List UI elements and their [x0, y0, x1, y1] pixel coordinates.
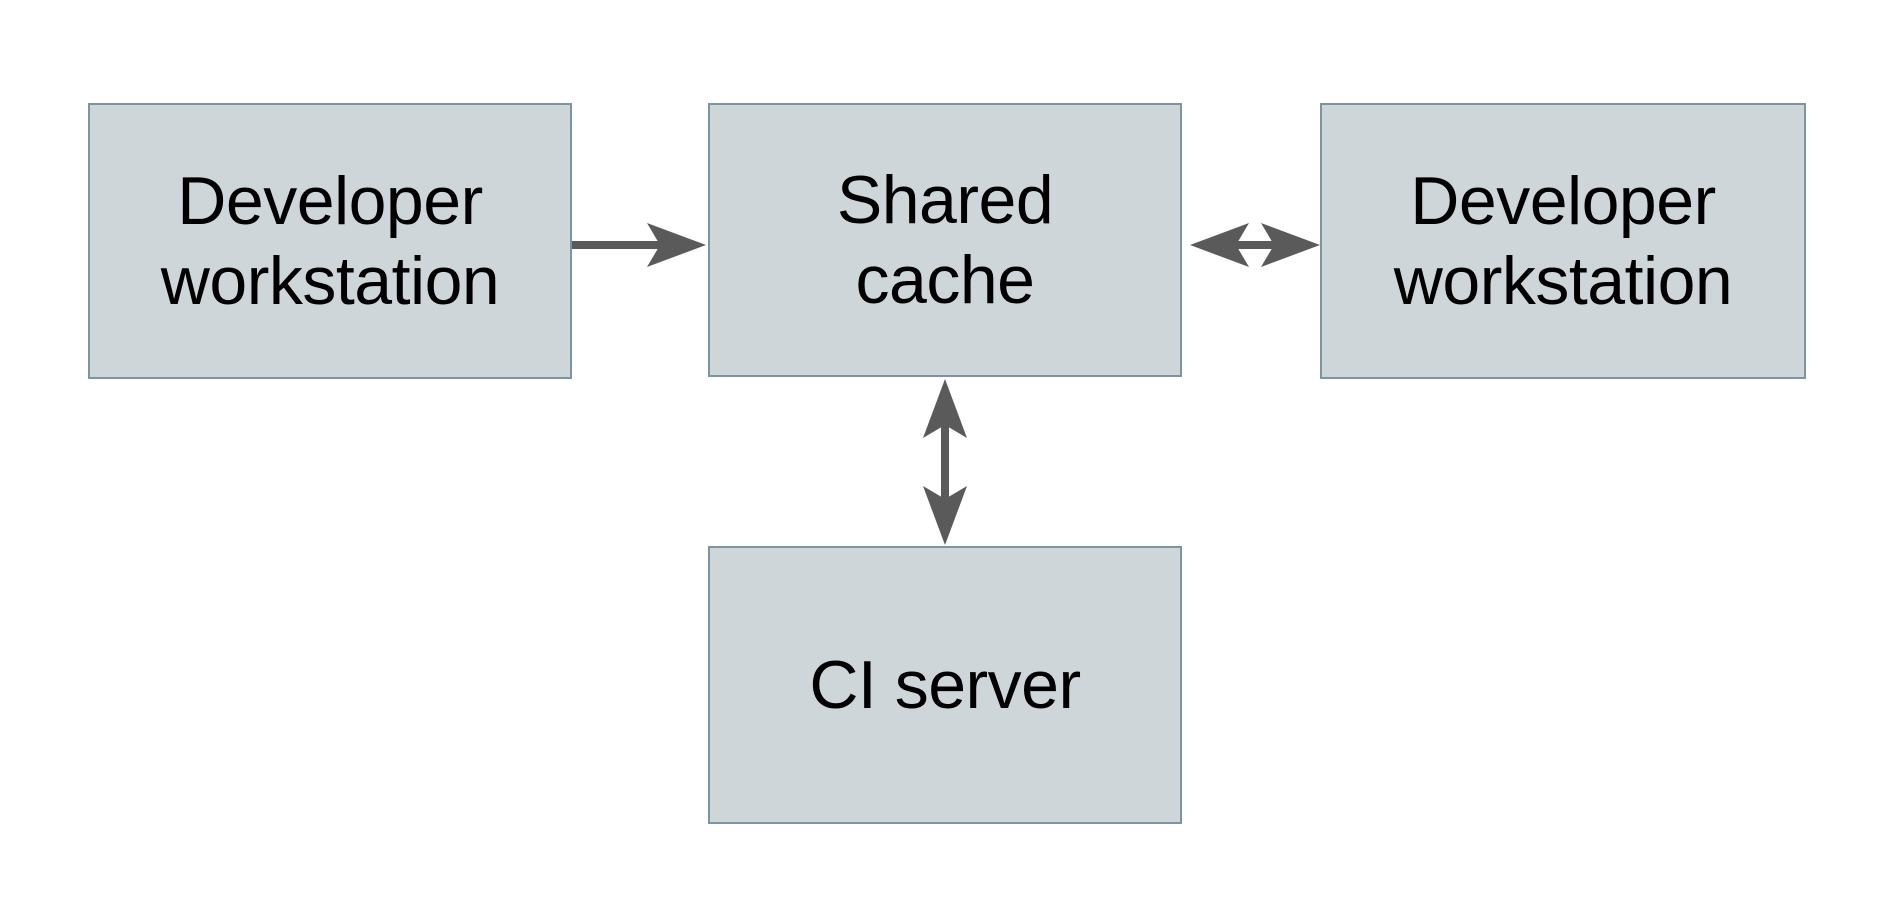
- node-label: Developer workstation: [1393, 162, 1733, 319]
- edge-cache-dev-right: [1190, 223, 1320, 267]
- node-developer-workstation-left[interactable]: Developer workstation: [88, 103, 572, 379]
- node-ci-server[interactable]: CI server: [708, 546, 1182, 824]
- node-label: Developer workstation: [160, 162, 500, 319]
- node-developer-workstation-right[interactable]: Developer workstation: [1320, 103, 1806, 379]
- node-label: Shared cache: [836, 161, 1054, 318]
- node-label: CI server: [809, 646, 1081, 723]
- edge-cache-ci: [923, 379, 967, 545]
- node-shared-cache[interactable]: Shared cache: [708, 103, 1182, 377]
